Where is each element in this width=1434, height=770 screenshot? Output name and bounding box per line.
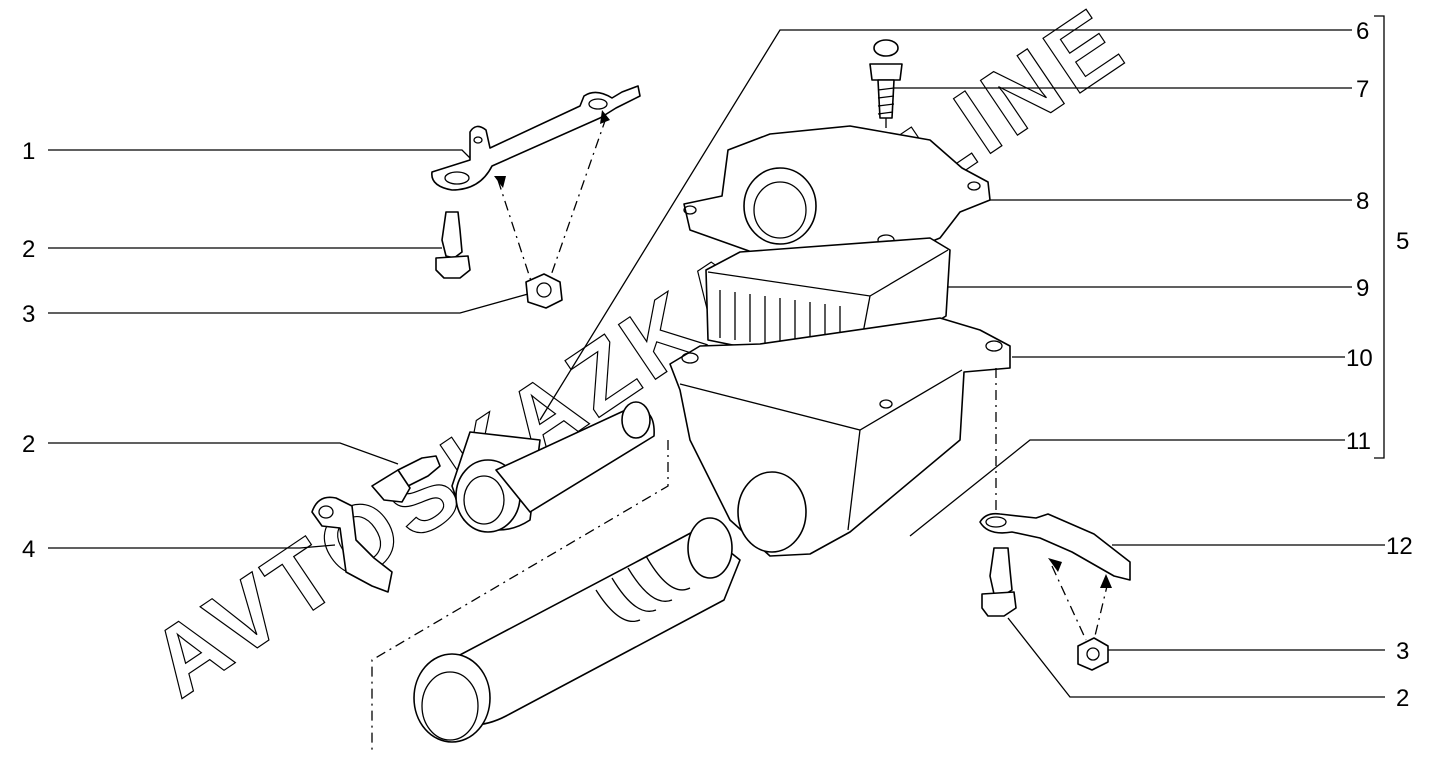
part-stud-2c xyxy=(981,547,1017,617)
callout-3-lower: 3 xyxy=(1396,638,1409,665)
callout-2-upper: 2 xyxy=(22,236,35,263)
part-stud-2a xyxy=(435,211,471,279)
part-stud-2b xyxy=(371,455,441,503)
part-nut-3b xyxy=(1077,637,1109,671)
callout-8: 8 xyxy=(1356,188,1369,215)
part-bracket-4 xyxy=(311,496,393,593)
part-screw-7 xyxy=(869,39,903,119)
part-bracket-12 xyxy=(979,512,1131,581)
callout-9: 9 xyxy=(1356,275,1369,302)
callout-4: 4 xyxy=(22,536,35,563)
callout-2-middle: 2 xyxy=(22,431,35,458)
callout-2-lower: 2 xyxy=(1396,685,1409,712)
callout-7: 7 xyxy=(1356,76,1369,103)
part-bracket-1 xyxy=(431,85,641,191)
part-intake-hose xyxy=(413,517,741,743)
callout-12: 12 xyxy=(1386,533,1413,560)
part-intake-tube-6 xyxy=(451,401,655,533)
callout-10: 10 xyxy=(1346,345,1373,372)
callout-11: 11 xyxy=(1346,428,1371,455)
callout-5: 5 xyxy=(1396,228,1409,255)
part-nut-3a xyxy=(525,273,563,309)
callout-1: 1 xyxy=(22,138,35,165)
callout-3-upper: 3 xyxy=(22,301,35,328)
part-filter-housing-10 xyxy=(669,317,1011,557)
leader-lines xyxy=(48,15,1385,698)
callout-6: 6 xyxy=(1356,18,1369,45)
